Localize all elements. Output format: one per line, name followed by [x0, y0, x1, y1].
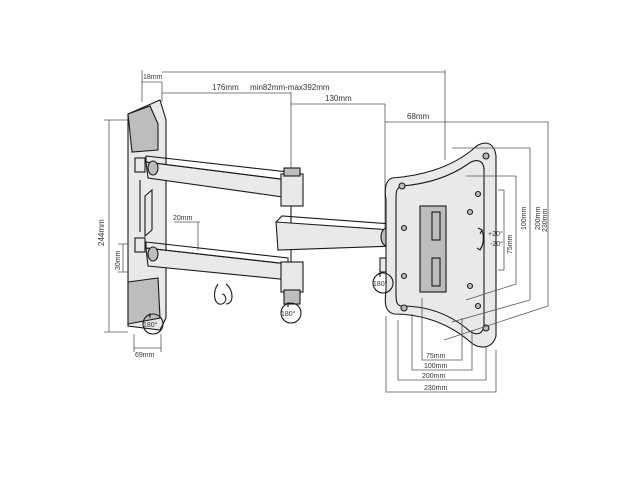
vesa-vertical-75: 75mm	[507, 234, 514, 254]
dim-arm-1: 176mm	[212, 83, 239, 92]
dim-plate-offset: 68mm	[407, 112, 430, 121]
rotation-wall-label: 180°	[143, 321, 158, 329]
dim-wall-bolt-spacing: 30mm	[115, 250, 122, 270]
upper-arm	[145, 155, 291, 199]
cable-hook	[213, 283, 233, 305]
vesa-vertical-dims	[443, 121, 549, 341]
vesa-vertical-230: 230mm	[542, 208, 549, 232]
rotation-wall	[142, 312, 164, 335]
vesa-vertical-200: 200mm	[535, 206, 542, 230]
vesa-plate	[384, 142, 497, 348]
tilt-up: +20°	[488, 230, 503, 238]
top-dimensions	[141, 70, 446, 232]
vesa-horizontal-dims	[385, 298, 497, 393]
dim-wall-plate-width: 69mm	[135, 352, 155, 359]
dim-arm-2: 130mm	[325, 94, 352, 103]
rotation-middle	[280, 301, 302, 324]
vesa-vertical-100: 100mm	[521, 206, 528, 230]
lower-arm	[145, 241, 291, 281]
tilt-indicator	[476, 227, 484, 251]
vesa-horizontal-230: 230mm	[424, 385, 448, 392]
rotation-middle-label: 180°	[281, 310, 296, 318]
dim-arm-thickness: 20mm	[173, 215, 193, 222]
vesa-horizontal-200: 200mm	[422, 373, 446, 380]
dim-total-extension: min82mm-max392mm	[250, 83, 330, 92]
wall-plate	[127, 99, 167, 331]
tilt-down: -20°	[490, 240, 503, 248]
dim-top-offset: 18mm	[143, 74, 163, 81]
middle-pivot	[280, 167, 304, 305]
rotation-plate	[372, 271, 394, 294]
left-dimensions	[104, 119, 200, 352]
vesa-horizontal-75: 75mm	[426, 353, 446, 360]
dim-wall-height: 244mm	[97, 219, 106, 246]
rotation-plate-label: 180°	[373, 280, 388, 288]
vesa-horizontal-100: 100mm	[424, 363, 448, 370]
